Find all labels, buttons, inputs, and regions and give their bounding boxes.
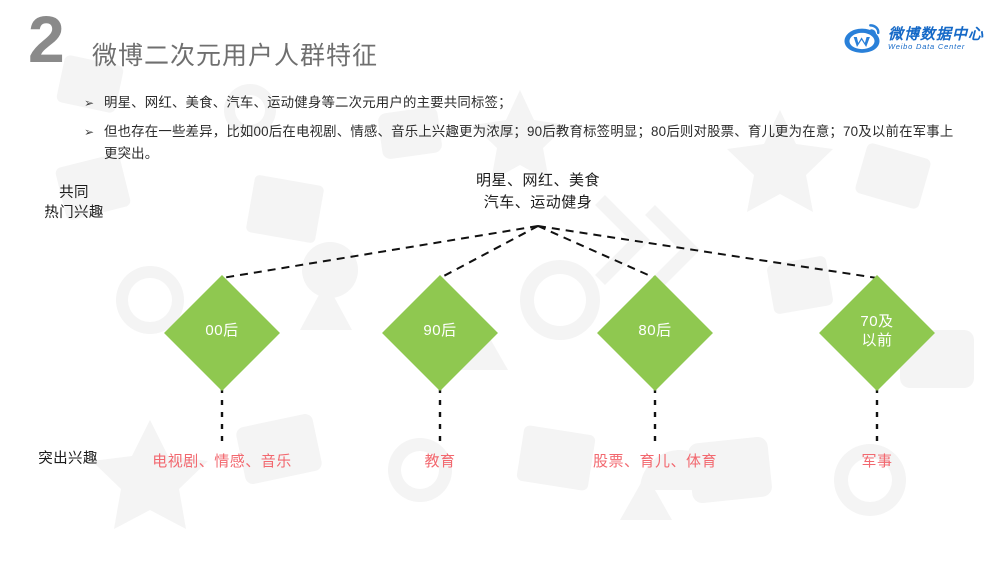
page-title: 微博二次元用户人群特征 — [92, 42, 379, 70]
diamond-label-80hou-line1: 80后 — [638, 322, 672, 339]
bullet-text: 但也存在一些差异，比如00后在电视剧、情感、音乐上兴趣更为浓厚；90后教育标签明… — [104, 124, 954, 161]
diamond-label-70hou: 70及 以前 — [812, 313, 942, 351]
connector-00hou — [221, 225, 539, 279]
logo-en-name: Weibo Data Center — [887, 42, 966, 52]
hub-line1: 明星、网红、美食 — [475, 172, 600, 189]
section-number: 2 — [28, 2, 65, 76]
hub-common-tags: 明星、网红、美食 汽车、运动健身 — [438, 170, 638, 214]
standout-label-00hou: 电视剧、情感、音乐 — [152, 453, 292, 470]
weibo-data-center-logo: 微博数据中心 Weibo Data Center — [842, 22, 984, 56]
row-label-common-line1: 共同 — [59, 185, 89, 201]
diamond-label-70hou-line1: 70及 — [860, 313, 894, 330]
bullet-item: ➢ 但也存在一些差异，比如00后在电视剧、情感、音乐上兴趣更为浓厚；90后教育标… — [84, 121, 964, 165]
connector-80hou — [537, 225, 656, 279]
hub-line2: 汽车、运动健身 — [483, 193, 593, 211]
bullet-arrow-icon: ➢ — [84, 96, 95, 110]
diamond-label-00hou: 00后 — [157, 322, 287, 341]
diamond-label-80hou: 80后 — [590, 322, 720, 341]
diamond-label-70hou-line2: 以前 — [861, 331, 893, 349]
bullet-list: ➢ 明星、网红、美食、汽车、运动健身等二次元用户的主要共同标签； ➢ 但也存在一… — [84, 92, 964, 172]
row-label-common-line2: 热门兴趣 — [44, 204, 104, 221]
logo-wordmark: 微博数据中心 Weibo Data Center — [887, 25, 984, 52]
bullet-arrow-icon: ➢ — [84, 125, 95, 139]
standout-label-80hou: 股票、育儿、体育 — [592, 453, 717, 470]
diamond-label-00hou-line1: 00后 — [205, 322, 239, 339]
logo-cn-name: 微博数据中心 — [887, 25, 984, 43]
bullet-text: 明星、网红、美食、汽车、运动健身等二次元用户的主要共同标签； — [104, 95, 512, 110]
diamond-label-90hou-line1: 90后 — [423, 322, 457, 339]
diamond-label-90hou: 90后 — [375, 322, 505, 341]
weibo-eye-icon — [842, 22, 882, 56]
row-label-common-interests: 共同 热门兴趣 — [14, 184, 134, 223]
connector-70hou — [537, 225, 878, 279]
row-label-standout-interests: 突出兴趣 — [38, 451, 98, 467]
bullet-item: ➢ 明星、网红、美食、汽车、运动健身等二次元用户的主要共同标签； — [84, 92, 964, 114]
standout-label-90hou: 教育 — [424, 453, 456, 470]
standout-label-70hou: 军事 — [861, 453, 893, 470]
connector-90hou — [439, 225, 539, 279]
